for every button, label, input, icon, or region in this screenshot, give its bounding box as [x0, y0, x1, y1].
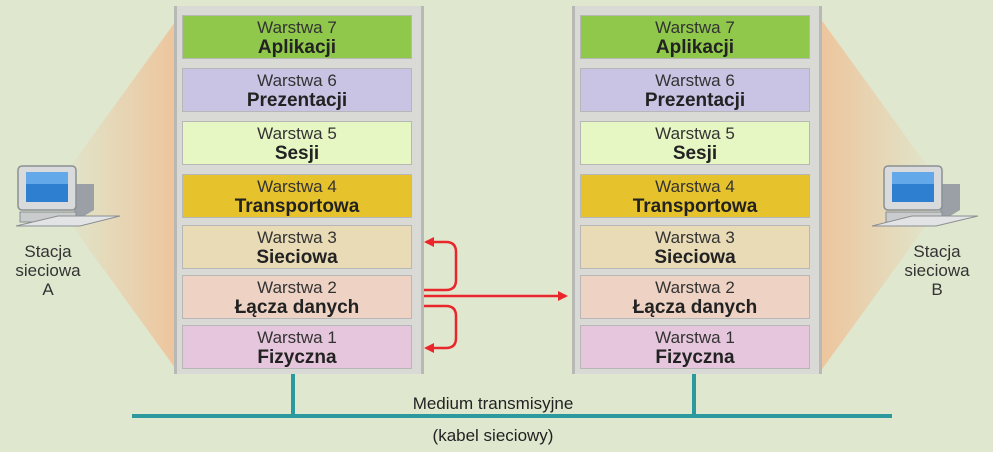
layer-number: Warstwa 6: [655, 71, 735, 90]
layer-name: Fizyczna: [257, 347, 337, 368]
layer-name: Aplikacji: [655, 37, 735, 58]
layer-number: Warstwa 1: [257, 328, 337, 347]
station-b-line3: B: [931, 280, 943, 299]
station-a-line3: A: [42, 280, 54, 299]
layer-number: Warstwa 2: [257, 278, 337, 297]
station-a-fan: [62, 18, 178, 372]
layer-number: Warstwa 2: [655, 278, 735, 297]
arrow-to-layer-3: [424, 237, 458, 292]
layer-2: Warstwa 2 Łącza danych: [182, 275, 412, 319]
layer-number: Warstwa 5: [257, 124, 337, 143]
station-b-label: Stacja sieciowa B: [892, 242, 982, 299]
layer-name: Sieciowa: [654, 247, 736, 268]
station-a-line1: Stacja: [24, 242, 72, 261]
computer-icon: [871, 165, 979, 227]
layer-number: Warstwa 3: [257, 228, 337, 247]
layer-7: Warstwa 7 Aplikacji: [580, 15, 810, 59]
layer-name: Prezentacji: [246, 90, 348, 111]
layer-number: Warstwa 4: [257, 177, 337, 196]
layer-6: Warstwa 6 Prezentacji: [182, 68, 412, 112]
station-b-line1: Stacja: [913, 242, 961, 261]
layer-2: Warstwa 2 Łącza danych: [580, 275, 810, 319]
layer-number: Warstwa 1: [655, 328, 735, 347]
layer-4: Warstwa 4 Transportowa: [182, 174, 412, 218]
station-b-fan: [820, 18, 936, 372]
layer-5: Warstwa 5 Sesji: [182, 121, 412, 165]
station-a-label: Stacja sieciowa A: [3, 242, 93, 299]
layer-7: Warstwa 7 Aplikacji: [182, 15, 412, 59]
layer-name: Sieciowa: [256, 247, 338, 268]
station-b-line2: sieciowa: [904, 261, 970, 280]
layer-1: Warstwa 1 Fizyczna: [182, 325, 412, 369]
layer-number: Warstwa 7: [257, 18, 337, 37]
layer-name: Sesji: [672, 143, 718, 164]
layer-6: Warstwa 6 Prezentacji: [580, 68, 810, 112]
layer-number: Warstwa 5: [655, 124, 735, 143]
layer-4: Warstwa 4 Transportowa: [580, 174, 810, 218]
layer-number: Warstwa 3: [655, 228, 735, 247]
layer-number: Warstwa 4: [655, 177, 735, 196]
medium-label: Medium transmisyjne: [412, 394, 574, 413]
layer-name: Transportowa: [234, 196, 360, 217]
layer-name: Aplikacji: [257, 37, 337, 58]
layer-name: Łącza danych: [234, 297, 360, 318]
layer-number: Warstwa 7: [655, 18, 735, 37]
layer-name: Fizyczna: [655, 347, 735, 368]
layer-name: Łącza danych: [632, 297, 758, 318]
layer-name: Sesji: [274, 143, 320, 164]
layer-3: Warstwa 3 Sieciowa: [580, 225, 810, 269]
layer-5: Warstwa 5 Sesji: [580, 121, 810, 165]
station-a-line2: sieciowa: [15, 261, 81, 280]
layer-name: Transportowa: [632, 196, 758, 217]
medium-sublabel: (kabel sieciowy): [432, 426, 554, 445]
arrow-to-layer-1: [424, 304, 458, 353]
osi-stack-b: Warstwa 7 Aplikacji Warstwa 6 Prezentacj…: [572, 6, 822, 374]
layer-1: Warstwa 1 Fizyczna: [580, 325, 810, 369]
osi-stack-a: Warstwa 7 Aplikacji Warstwa 6 Prezentacj…: [174, 6, 424, 374]
layer-3: Warstwa 3 Sieciowa: [182, 225, 412, 269]
computer-icon: [15, 165, 121, 227]
layer-number: Warstwa 6: [257, 71, 337, 90]
layer-name: Prezentacji: [644, 90, 746, 111]
